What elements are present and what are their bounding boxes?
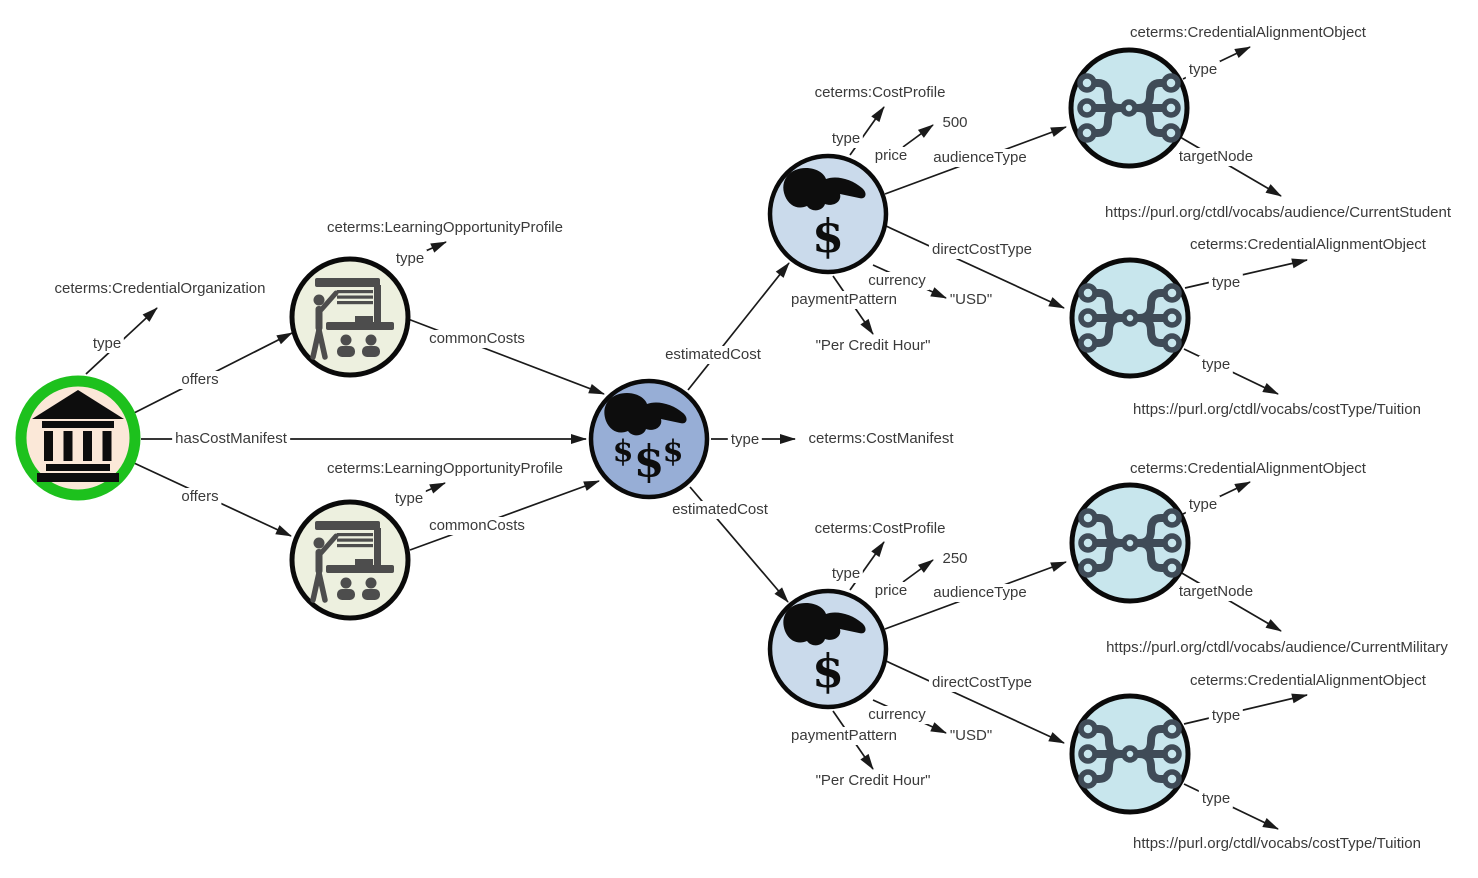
edge-cp1-audiencetype: [884, 126, 1067, 195]
edge-lop2-commoncosts: [409, 480, 600, 551]
edge-cp1-price: [902, 124, 934, 148]
node-circle[interactable]: [289, 256, 411, 378]
edge-cp2-audiencetype: [884, 561, 1067, 630]
edge-lop1-commoncosts: [407, 318, 605, 395]
edge-cao2-type-top: [1184, 258, 1308, 289]
edge-cp2-price: [902, 559, 934, 583]
node-learning-opportunity-profile-2[interactable]: [289, 499, 411, 621]
edge-cao1-type: [1182, 46, 1251, 80]
edge-org-offers-bottom: [133, 462, 292, 537]
node-credential-alignment-object-4[interactable]: [1069, 693, 1191, 815]
node-cost-manifest[interactable]: [588, 378, 710, 500]
node-cost-profile-2[interactable]: [767, 588, 889, 710]
node-cost-profile-1[interactable]: [767, 153, 889, 275]
nodes-layer: [15, 47, 1191, 815]
node-credential-organization[interactable]: [15, 375, 141, 501]
node-credential-alignment-object-3[interactable]: [1069, 482, 1191, 604]
edge-cp1-paymentpattern: [832, 275, 874, 335]
edge-org-offers-top: [133, 332, 293, 414]
edge-lop2-type: [395, 482, 446, 505]
edge-cp1-type: [849, 106, 885, 156]
edge-cp1-currency: [872, 264, 947, 299]
edge-cp1-directcosttype: [885, 225, 1065, 309]
node-learning-opportunity-profile-1[interactable]: [289, 256, 411, 378]
edge-org-type: [85, 307, 158, 375]
edge-cp2-directcosttype: [885, 660, 1065, 744]
edge-cao4-type-bottom: [1183, 783, 1279, 830]
edge-cao1-targetnode: [1179, 136, 1282, 197]
edge-cao3-targetnode: [1179, 571, 1282, 632]
node-circle[interactable]: [289, 499, 411, 621]
node-credential-alignment-object-1[interactable]: [1068, 47, 1190, 169]
edge-lop1-type: [395, 241, 447, 265]
edge-cao4-type-top: [1183, 693, 1308, 725]
edge-cm-estimatedcost-bottom: [689, 486, 789, 603]
edge-cm-estimatedcost-top: [687, 262, 790, 391]
edge-cp2-type: [849, 541, 885, 591]
edge-cao3-type: [1182, 481, 1251, 515]
edge-cp2-paymentpattern: [832, 710, 874, 770]
edge-cao2-type-bottom: [1183, 348, 1279, 395]
node-credential-alignment-object-2[interactable]: [1069, 257, 1191, 379]
edge-cp2-currency: [872, 699, 947, 734]
